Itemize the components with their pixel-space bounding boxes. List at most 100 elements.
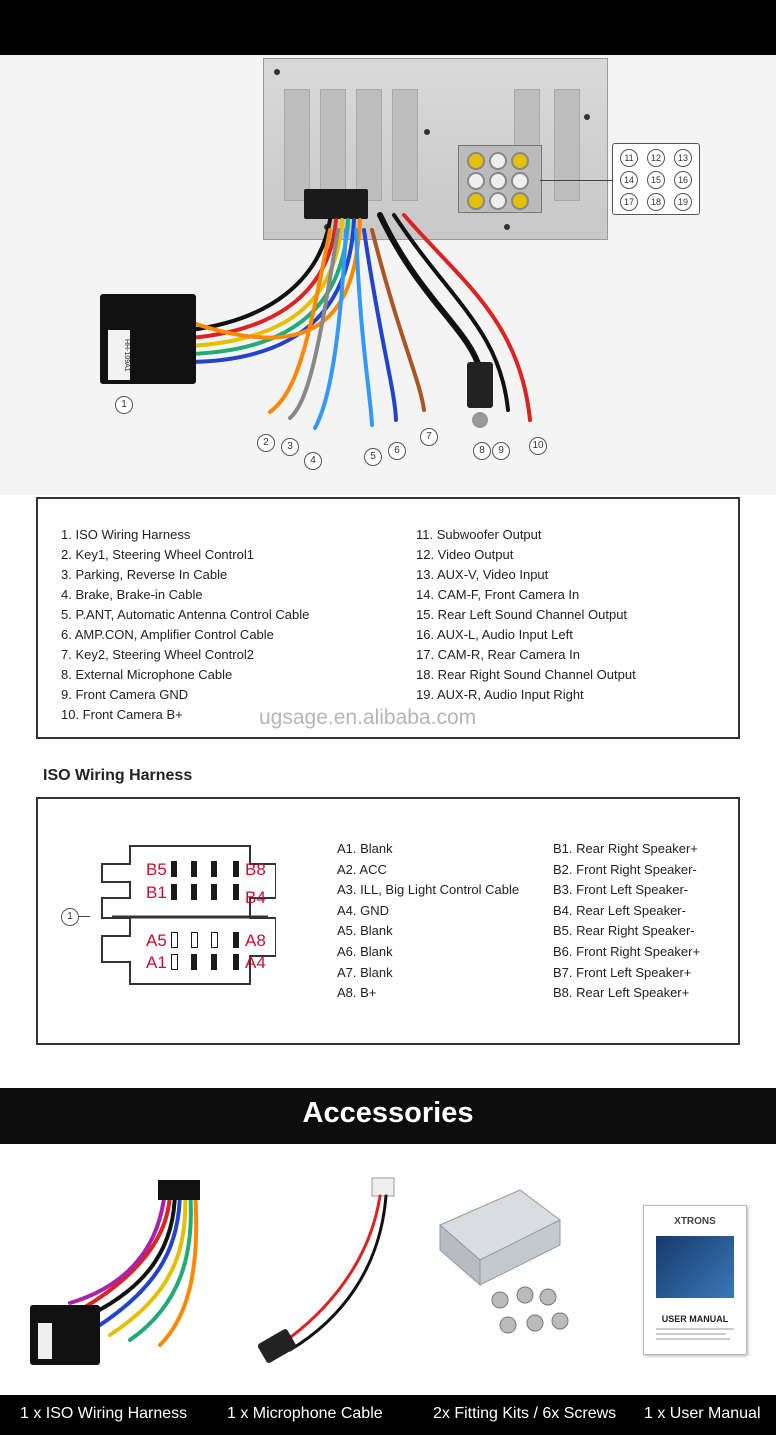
pin [233, 884, 239, 900]
accessory-microphone-cable-image [257, 1177, 395, 1363]
pin-description: A7. Blank [337, 964, 393, 980]
wires-illustration [188, 212, 532, 430]
pin-label-b1: B1 [146, 883, 167, 902]
legend-item: 1. ISO Wiring Harness [61, 527, 191, 542]
rca-leader-line [540, 180, 612, 181]
iso-b-pin-list: B1. Rear Right Speaker+ B2. Front Right … [553, 839, 700, 1004]
pin-label-b8: B8 [245, 860, 266, 879]
callout-10: 10 [529, 437, 547, 455]
connection-legend: 1. ISO Wiring Harness 2. Key1, Steering … [36, 497, 740, 739]
pin [211, 954, 217, 970]
iso-section-title: ISO Wiring Harness [43, 767, 193, 784]
callout-5: 5 [364, 448, 382, 466]
pin-description: A8. B+ [337, 985, 377, 1001]
pin-empty [171, 954, 178, 970]
legend-item: 13. AUX-V, Video Input [416, 567, 549, 582]
accessories-banner [0, 1088, 776, 1144]
legend-item: 14. CAM-F, Front Camera In [416, 587, 580, 602]
pin-label-a1: A1 [146, 953, 167, 972]
pin [191, 861, 197, 877]
pin-label-a4: A4 [245, 953, 266, 972]
pin-description: A1. Blank [337, 841, 393, 856]
manual-cover-screen [656, 1236, 734, 1298]
pin-description: A6. Blank [337, 943, 393, 959]
legend-item: 8. External Microphone Cable [61, 667, 233, 682]
manual-brand: XTRONS [674, 1216, 716, 1227]
pin-description: B1. Rear Right Speaker+ [553, 841, 698, 856]
manual-title: USER MANUAL [661, 1314, 729, 1324]
pin-label-b4: B4 [245, 888, 266, 907]
legend-item: 2. Key1, Steering Wheel Control1 [61, 547, 254, 562]
legend-item: 3. Parking, Reverse In Cable [61, 567, 228, 582]
legend-item: 5. P.ANT, Automatic Antenna Control Cabl… [61, 607, 310, 622]
accessories-caption-bar [0, 1395, 776, 1435]
legend-item: 11. Subwoofer Output [416, 527, 542, 542]
pin [171, 861, 177, 877]
legend-right-column: 11. Subwoofer Output 12. Video Output 13… [416, 525, 636, 705]
callout-1: 1 [115, 396, 133, 414]
accessories-title: Accessories [302, 1097, 474, 1129]
rca-number-grid: 11 12 13 14 15 16 17 18 19 [612, 143, 700, 215]
legend-item: 10. Front Camera B+ [61, 707, 183, 722]
accessory-caption-manual: 1 x User Manual [644, 1405, 761, 1422]
callout-6: 6 [388, 442, 406, 460]
callout-7: 7 [420, 428, 438, 446]
iso-callout-leader [78, 916, 90, 917]
watermark-url: ugsage.en.alibaba.com [259, 706, 477, 729]
pin-description: B3. Front Left Speaker- [553, 882, 689, 898]
pin-label-a5: A5 [146, 931, 167, 950]
pin-description: B7. Front Left Speaker+ [553, 964, 692, 980]
legend-item: 19. AUX-R, Audio Input Right [416, 687, 584, 702]
legend-item: 12. Video Output [416, 547, 514, 562]
top-black-bar [0, 0, 776, 55]
legend-item: 4. Brake, Brake-in Cable [61, 587, 203, 602]
pin [233, 861, 239, 877]
pin-description: A3. ILL, Big Light Control Cable [337, 882, 520, 898]
accessory-caption-microphone: 1 x Microphone Cable [227, 1405, 383, 1422]
legend-item: 16. AUX-L, Audio Input Left [416, 627, 573, 642]
pin-description: A2. ACC [337, 861, 387, 877]
iso-callout-1: 1 [61, 908, 79, 926]
legend-item: 18. Rear Right Sound Channel Output [416, 667, 636, 682]
pin-description: B8. Rear Left Speaker+ [553, 985, 690, 1001]
pin [191, 884, 197, 900]
pin [211, 884, 217, 900]
pin-label-a8: A8 [245, 931, 266, 950]
pin [233, 954, 239, 970]
legend-item: 7. Key2, Steering Wheel Control2 [61, 647, 254, 662]
pin [171, 884, 177, 900]
pin [211, 861, 217, 877]
legend-item: 15. Rear Left Sound Channel Output [416, 607, 628, 622]
iso-a-pin-list: A1. Blank A2. ACC A3. ILL, Big Light Con… [337, 839, 519, 1004]
accessory-caption-harness: 1 x ISO Wiring Harness [20, 1405, 188, 1422]
legend-item: 6. AMP.CON, Amplifier Control Cable [61, 627, 274, 642]
accessory-iso-harness-image [30, 1180, 200, 1365]
pin-empty [191, 932, 198, 948]
callout-4: 4 [304, 452, 322, 470]
legend-item: 17. CAM-R, Rear Camera In [416, 647, 580, 662]
accessory-user-manual-image: XTRONS USER MANUAL [643, 1205, 747, 1355]
main-connector [304, 189, 368, 219]
pin [233, 932, 239, 948]
pin-description: B6. Front Right Speaker+ [553, 943, 701, 959]
pin-description: B2. Front Right Speaker- [553, 861, 697, 877]
callout-2: 2 [257, 434, 275, 452]
pin-label-b5: B5 [146, 860, 167, 879]
pin-empty [211, 932, 218, 948]
callout-8: 8 [473, 442, 491, 460]
pin [191, 954, 197, 970]
pin-description: A5. Blank [337, 923, 393, 939]
pin-description: A4. GND [337, 902, 390, 918]
callout-9: 9 [492, 442, 510, 460]
legend-left-column: 1. ISO Wiring Harness 2. Key1, Steering … [61, 525, 309, 725]
pin-empty [171, 932, 178, 948]
pin-description: B5. Rear Right Speaker- [553, 923, 695, 939]
harness-label: HH-109A1 [108, 330, 130, 380]
head-unit-back-panel [263, 58, 608, 240]
callout-3: 3 [281, 438, 299, 456]
accessory-caption-fitting-kits: 2x Fitting Kits / 6x Screws [433, 1405, 617, 1422]
pin-description: B4. Rear Left Speaker- [553, 902, 686, 918]
legend-item: 9. Front Camera GND [61, 687, 189, 702]
accessory-fitting-kits-image [439, 1189, 569, 1334]
rca-panel [458, 145, 542, 213]
